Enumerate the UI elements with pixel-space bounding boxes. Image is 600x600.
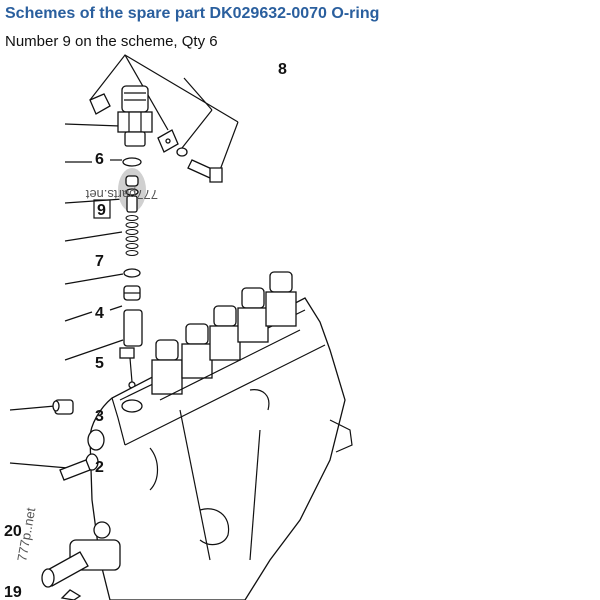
- oring-part-9: [118, 168, 146, 213]
- spring-coil: [125, 215, 139, 256]
- pump-body: [85, 297, 353, 600]
- page-title: Schemes of the spare part DK029632-0070 …: [5, 5, 380, 22]
- callout-2: 2: [95, 459, 104, 476]
- bracket-clamp: [89, 93, 111, 115]
- washer-part-6: [122, 157, 142, 167]
- barrel-part-5: [119, 309, 143, 389]
- callout-8: 8: [278, 61, 287, 78]
- callout-19: 19: [4, 584, 22, 600]
- callout-3: 3: [95, 408, 104, 425]
- callout-6: 6: [95, 151, 104, 168]
- leader-lines: [9, 54, 239, 469]
- side-fittings: [52, 399, 91, 481]
- callout-7: 7: [95, 253, 104, 270]
- pump-elements: [151, 271, 301, 401]
- drive-shaft: [41, 521, 121, 600]
- watermark-side: 777p..net: [14, 506, 38, 562]
- callout-9-box: [93, 199, 111, 219]
- delivery-valve-holder: [117, 85, 153, 147]
- callout-labels: 8 6 9 7 4 5 3 2 20 19: [4, 61, 287, 600]
- callout-20: 20: [4, 523, 22, 540]
- watermark-top: 777parts.net: [85, 187, 158, 202]
- part-subtitle: Number 9 on the scheme, Qty 6: [5, 33, 218, 50]
- callout-4: 4: [95, 305, 104, 322]
- callout-5: 5: [95, 355, 104, 372]
- washer-part-7: [123, 268, 141, 278]
- mounting-hardware: [157, 129, 223, 183]
- valve-part-4: [123, 285, 141, 301]
- callout-9: 9: [97, 202, 106, 219]
